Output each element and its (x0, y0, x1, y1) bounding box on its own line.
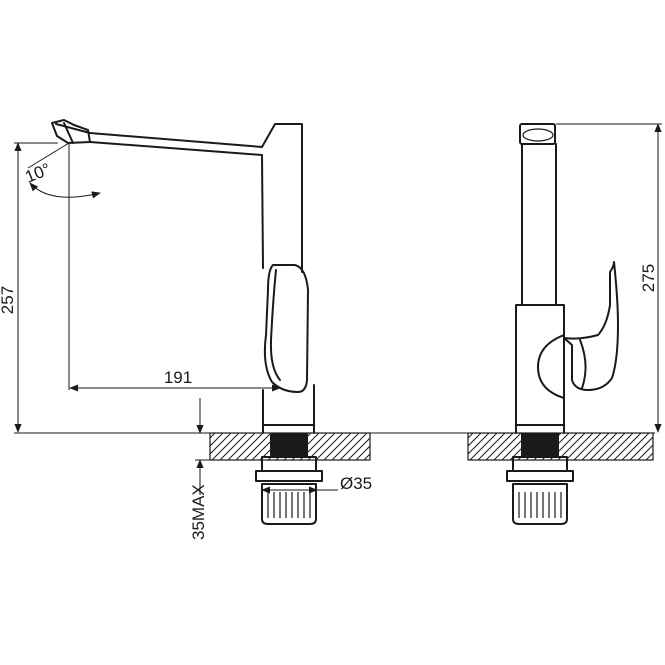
aerator (51, 119, 91, 144)
hatch-line (605, 433, 634, 460)
hatch-line (468, 433, 490, 455)
hatch-line (637, 444, 653, 460)
front-handle-half-disc (537, 334, 565, 399)
hatch-line (210, 433, 224, 447)
angle-ray (27, 142, 70, 169)
hatch-line (573, 433, 602, 460)
hatch-line (363, 453, 370, 460)
knurled-nut (261, 483, 317, 525)
angle-arc (29, 182, 101, 199)
mounting-nut-ring (255, 470, 323, 482)
hatch-line (210, 433, 216, 439)
front-aerator (519, 123, 556, 145)
label-10-degree: 10° (22, 159, 53, 186)
hatch-line (654, 433, 665, 460)
front-mounting-shank (521, 433, 559, 457)
hatch-line (468, 433, 474, 439)
hatch-line (396, 433, 423, 460)
hatch-line (211, 433, 240, 460)
hatch-line (372, 433, 399, 460)
hatch-line (557, 433, 586, 460)
hatch-line (243, 433, 272, 460)
hatch-line (485, 433, 514, 460)
counter-outline-right (467, 432, 654, 461)
hatch-line (315, 433, 344, 460)
hatch-line (613, 433, 642, 460)
hatch-line (597, 433, 626, 460)
hatch-line (307, 433, 336, 460)
front-knurled-nut (512, 483, 568, 525)
label-diameter-35: Ø35 (340, 474, 372, 493)
hatch-line (380, 433, 407, 460)
hatch-line (621, 433, 650, 460)
hatch-line (589, 433, 618, 460)
label-257: 257 (0, 286, 17, 314)
hatch-line (493, 433, 522, 460)
aerator-line (63, 122, 74, 144)
knurl-lines (267, 492, 311, 518)
lever-handle (263, 264, 309, 393)
hatch-line (210, 433, 232, 455)
front-spout-tube (521, 143, 557, 306)
hatch-line (438, 433, 465, 460)
hatch-line (323, 433, 352, 460)
hatch-line (331, 433, 360, 460)
hatch-line (581, 433, 610, 460)
label-275: 275 (639, 264, 658, 292)
hatch-line (219, 433, 248, 460)
label-35max: 35MAX (189, 484, 208, 540)
lever-handle-inner (269, 269, 281, 381)
front-mounting-nut-ring (506, 470, 574, 482)
hatch-line (347, 437, 370, 460)
faucet-body (262, 384, 315, 426)
hatch-line (565, 433, 594, 460)
hatch-line (645, 452, 653, 460)
hatch-line (227, 433, 256, 460)
front-knurl-lines (518, 492, 562, 518)
label-191: 191 (164, 368, 192, 387)
front-lever (563, 261, 619, 391)
hatch-line (468, 433, 482, 447)
hatch-line (469, 433, 498, 460)
hatch-line (235, 433, 264, 460)
hatch-line (180, 433, 207, 460)
spout-body (55, 123, 303, 273)
hatch-line (339, 433, 368, 460)
mounting-shank (270, 433, 308, 457)
front-faucet-body (515, 304, 565, 426)
front-view: 275 (438, 123, 665, 525)
spout-underside (89, 141, 264, 269)
side-view: 257 10° 191 35MAX Ø35 (0, 119, 655, 540)
hatch-line (477, 433, 506, 460)
mounting-washer (261, 456, 317, 472)
front-aerator-opening (522, 128, 554, 142)
front-lever-inner (579, 339, 587, 389)
hatch-line (388, 433, 415, 460)
